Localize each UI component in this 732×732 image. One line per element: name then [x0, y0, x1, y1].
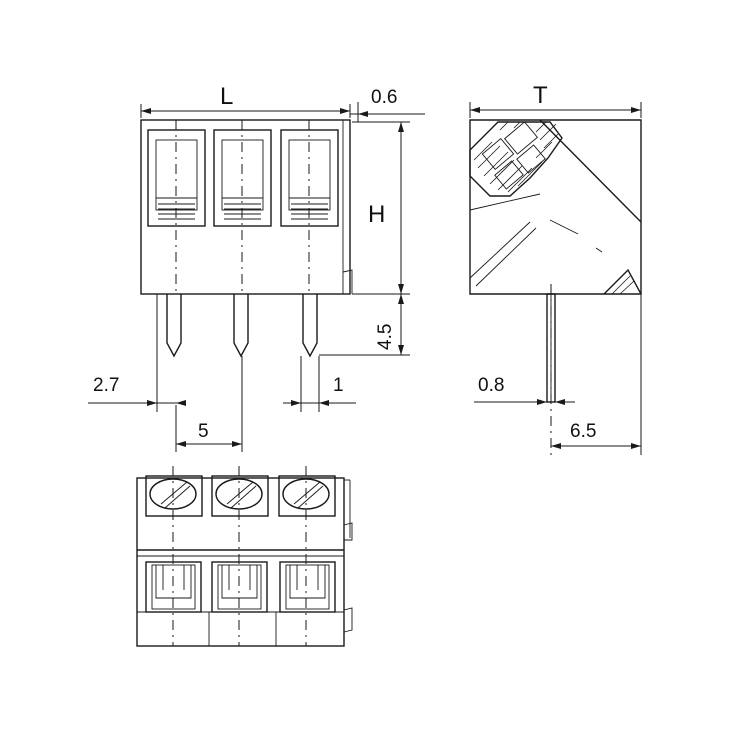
top-latch-1	[343, 522, 353, 541]
front-view	[140, 119, 353, 358]
side-mark-2	[595, 247, 603, 253]
screw-opening-1	[145, 475, 203, 517]
pin-3	[302, 294, 318, 358]
front-dimensions: L 0.6 H 4.5 2.7 1	[88, 83, 425, 452]
wire-entry-line-1	[469, 221, 531, 279]
screw-head-1	[149, 478, 197, 510]
front-latch-tab	[342, 269, 353, 294]
screw-opening-3	[278, 475, 336, 517]
screw-clamp-section	[469, 121, 563, 197]
top-outline	[136, 477, 345, 647]
wire-entry-line-2	[475, 227, 537, 287]
screw-opening-2	[211, 475, 269, 517]
top-latch-2	[343, 607, 353, 633]
dim-2.7-label: 2.7	[93, 375, 119, 396]
dim-1-label: 1	[333, 375, 344, 396]
side-diagonal-top	[539, 119, 642, 223]
side-curve	[469, 193, 541, 211]
dim-L-label: L	[220, 83, 233, 110]
wire-entry-3	[279, 561, 336, 613]
dim-H-label: H	[368, 201, 385, 228]
dim-6.5-label: 6.5	[570, 421, 596, 442]
pin-2	[233, 294, 249, 358]
dim-0.6-label: 0.6	[371, 87, 397, 108]
front-body-outline	[140, 119, 351, 295]
screw-head-3	[282, 478, 330, 510]
dim-5-label: 5	[198, 421, 209, 442]
screw-head-2	[215, 478, 263, 510]
dim-0.8-label: 0.8	[478, 375, 504, 396]
side-dimensions: T 0.8 6.5	[469, 82, 642, 455]
top-view	[136, 466, 353, 647]
side-view	[469, 119, 642, 455]
side-mark-1	[549, 219, 579, 235]
dim-4.5-label: 4.5	[375, 324, 396, 350]
pin-1	[166, 294, 182, 358]
side-wedge	[603, 268, 642, 295]
dim-T-label: T	[533, 82, 548, 109]
front-clamp-2	[213, 129, 272, 227]
